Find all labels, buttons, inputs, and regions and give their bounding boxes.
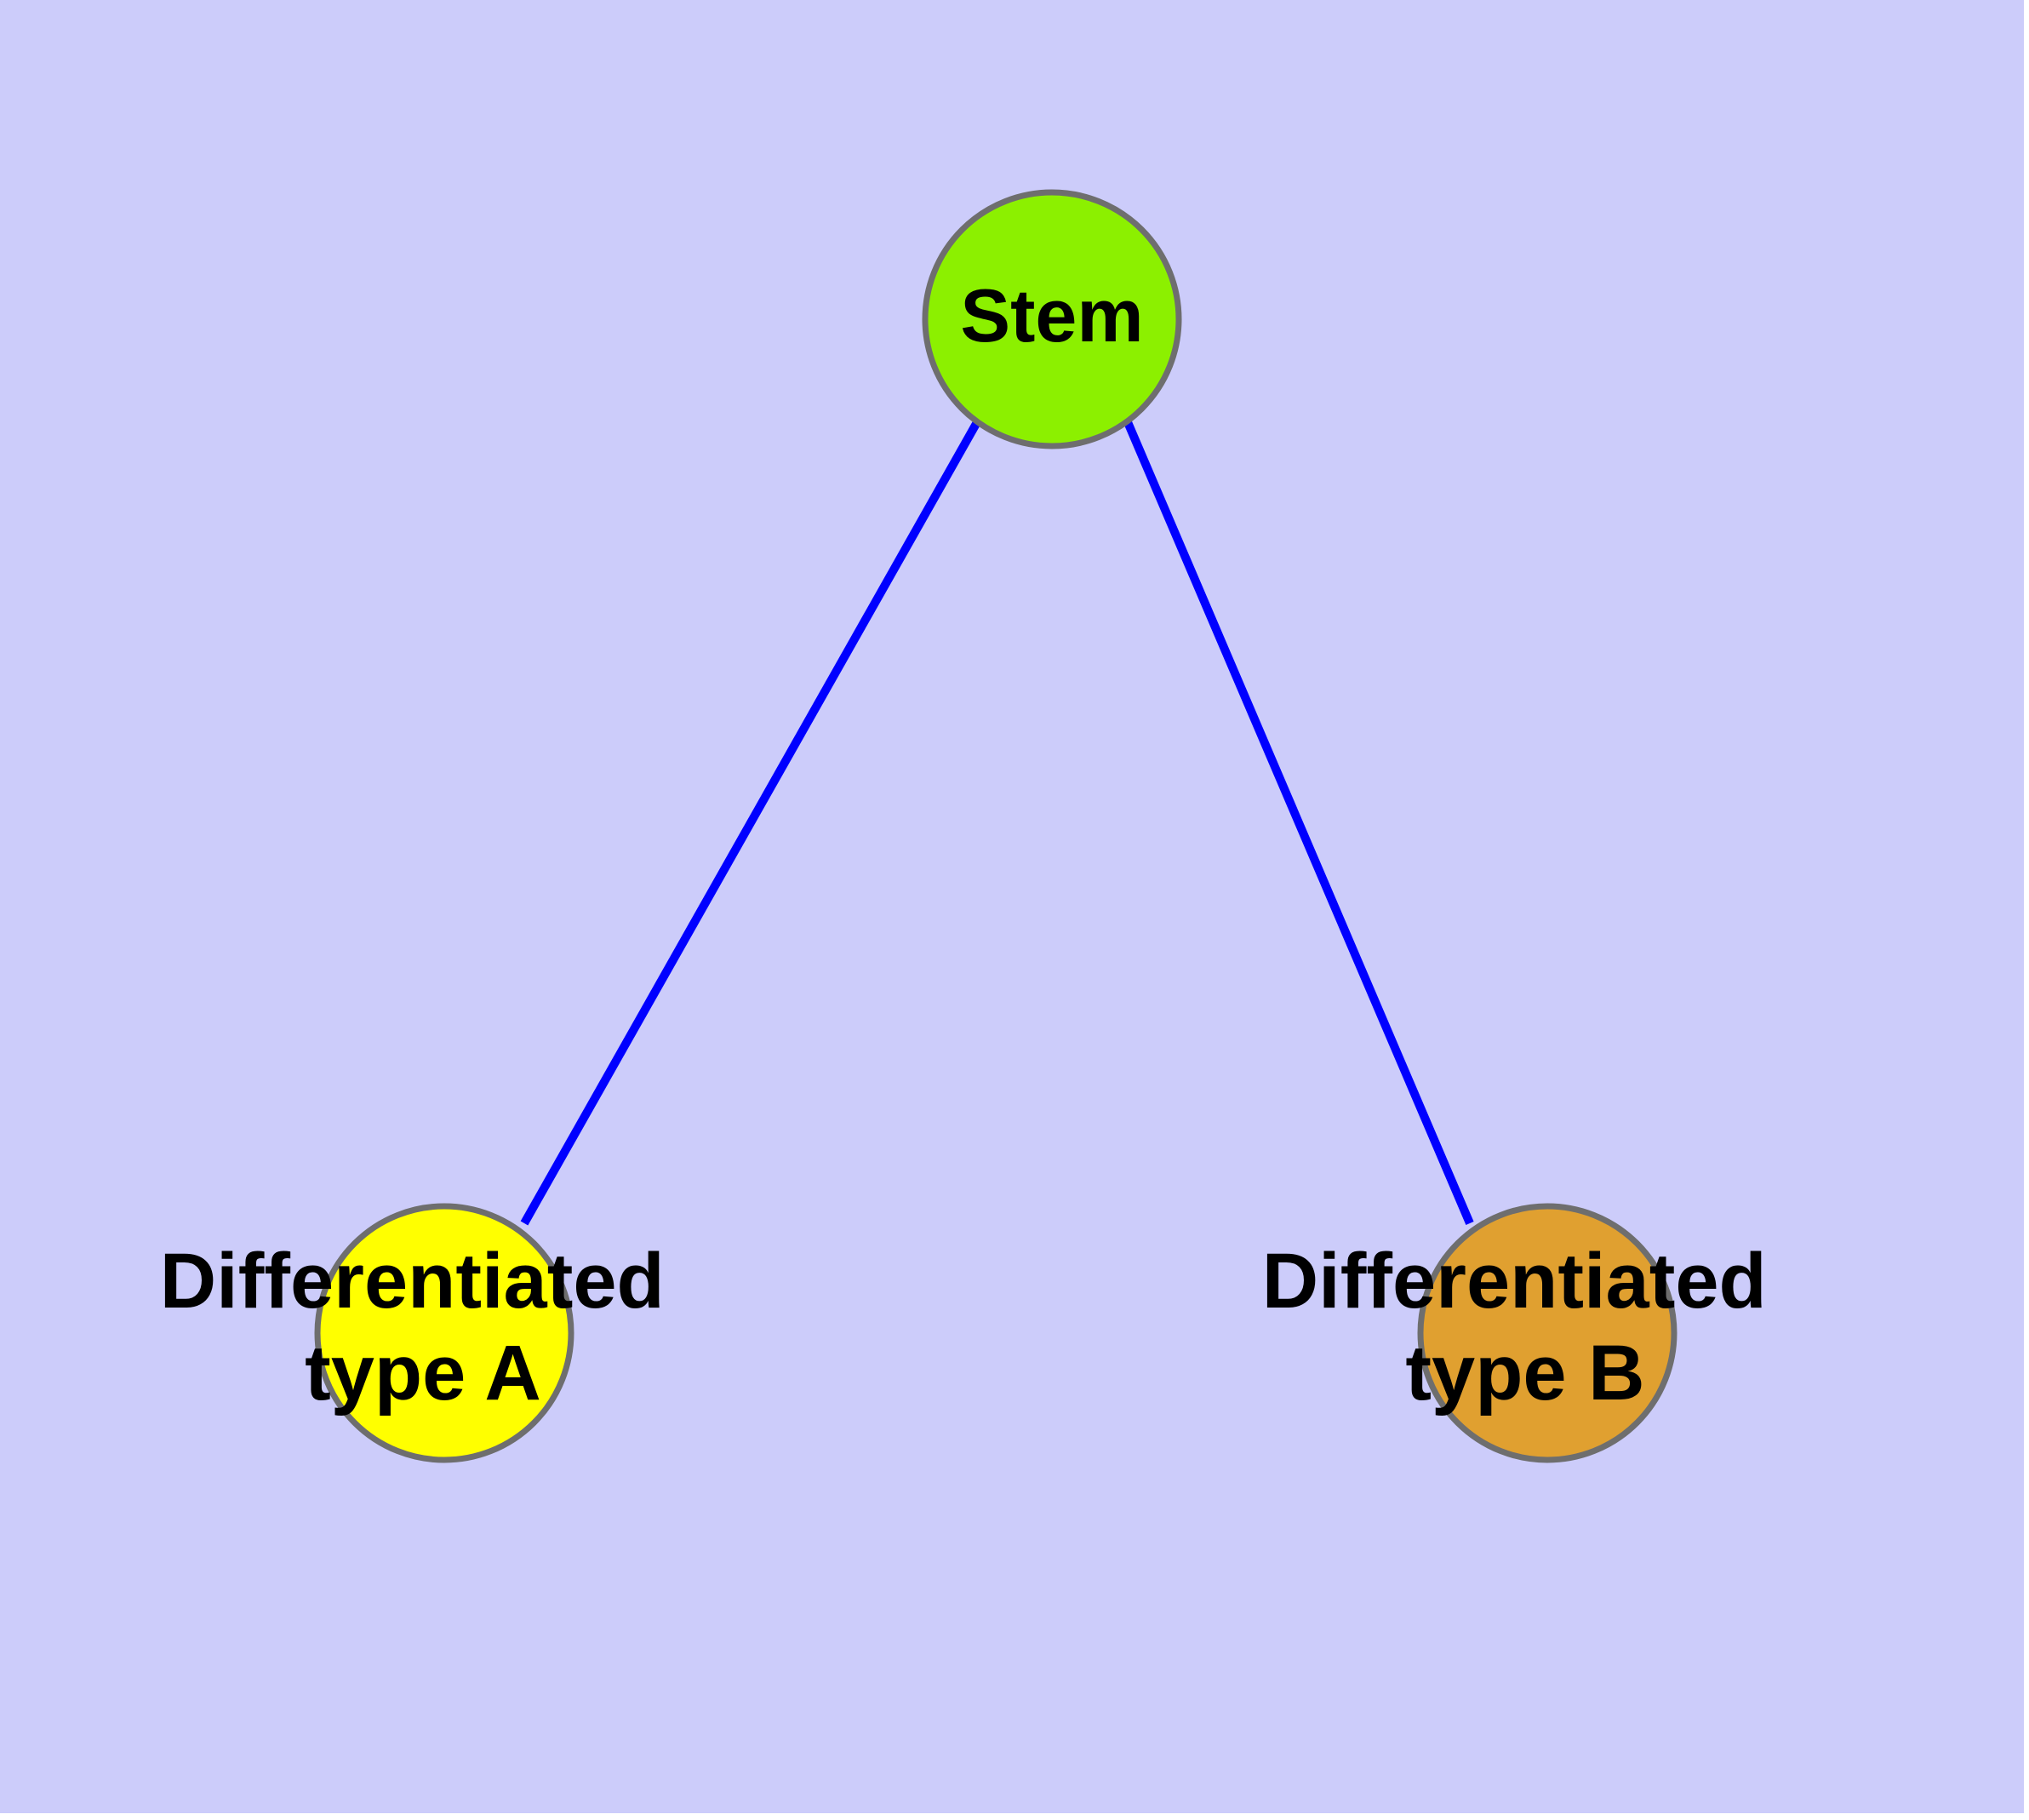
node-stem[interactable]: [922, 189, 1182, 449]
node-stem-label: Stem: [960, 273, 1143, 358]
label-layer: Stem Differentiated type A Differentiate…: [160, 273, 1789, 1417]
node-layer: [314, 189, 1677, 1463]
node-differentiated-type-a[interactable]: [314, 1203, 574, 1463]
node-differentiated-type-b[interactable]: [1417, 1203, 1677, 1463]
node-differentiated-type-b-label-line-1: Differentiated: [1262, 1238, 1767, 1325]
node-differentiated-type-a-label: Differentiated type A: [160, 1238, 687, 1417]
edge-stem-to-differentiated-type-b[interactable]: [1123, 421, 1474, 1225]
edge-layer: [520, 420, 1474, 1226]
node-differentiated-type-a-label-line-1: Differentiated: [160, 1238, 665, 1325]
node-stem-circle[interactable]: [922, 189, 1182, 449]
edge-stem-to-differentiated-type-a[interactable]: [520, 420, 981, 1226]
node-differentiated-type-b-label: Differentiated type B: [1262, 1238, 1789, 1417]
node-differentiated-type-b-label-line-2: type B: [1405, 1330, 1644, 1417]
node-differentiated-type-a-label-line-2: type A: [305, 1330, 541, 1417]
node-differentiated-type-b-circle[interactable]: [1417, 1203, 1677, 1463]
node-stem-label-line-1: Stem: [960, 273, 1143, 358]
node-differentiated-type-a-circle[interactable]: [314, 1203, 574, 1463]
